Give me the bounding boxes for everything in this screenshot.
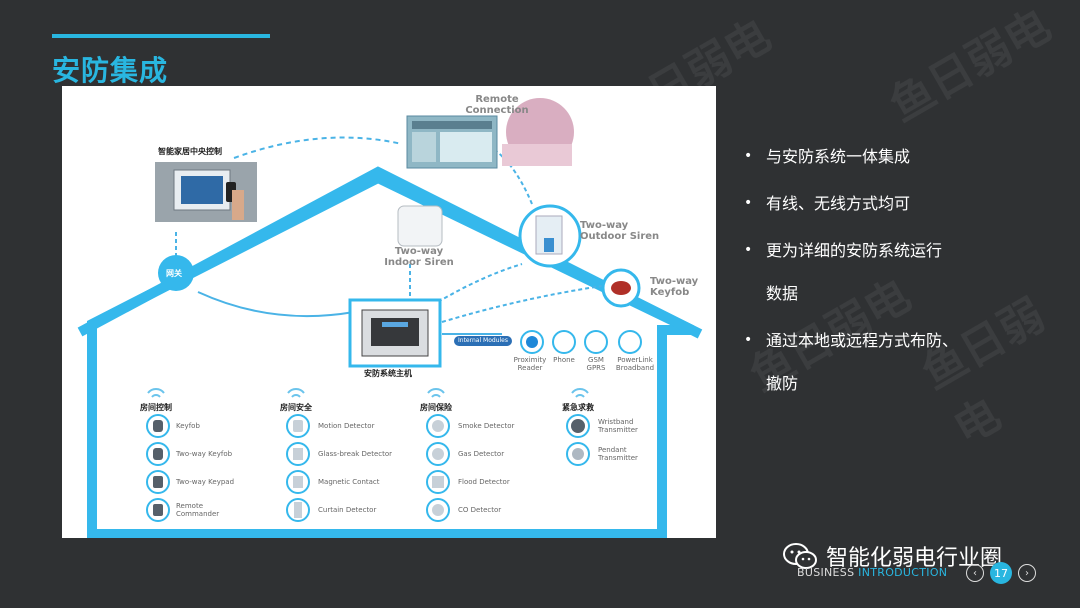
- gateway-label: 网关: [166, 268, 182, 278]
- wechat-icon: [783, 543, 817, 569]
- bullet-dot-icon: •: [744, 332, 753, 348]
- device-item: Two-way Keyfob: [176, 450, 233, 458]
- device-item: Two-way Keypad: [176, 478, 235, 486]
- group-title: 房间控制: [140, 402, 172, 412]
- bullet-item: • 有线、无线方式均可: [742, 193, 1012, 214]
- next-page-icon[interactable]: ›: [1018, 564, 1036, 582]
- footer-business: BUSINESS: [797, 566, 855, 579]
- bullet-list: • 与安防系统一体集成 • 有线、无线方式均可 • 更为详细的安防系统运行 数据…: [742, 146, 1012, 420]
- bullet-dot-icon: •: [744, 242, 753, 258]
- device-item: Smoke Detector: [458, 422, 515, 430]
- page-number: 17: [990, 562, 1012, 584]
- device-item: CO Detector: [458, 506, 502, 514]
- gateway-node: [158, 255, 194, 291]
- bullet-continuation: 撤防: [766, 374, 799, 393]
- device-item: Remote Commander: [176, 502, 220, 518]
- module-label: Proximity Reader: [513, 356, 547, 372]
- title-accent-bar: [52, 34, 270, 38]
- keyfob-label: Two-way Keyfob: [650, 276, 699, 298]
- slide-title: 安防集成: [52, 54, 169, 87]
- bullet-text: 与安防系统一体集成: [766, 147, 911, 166]
- bullet-dot-icon: •: [744, 148, 753, 164]
- group-title: 房间保险: [420, 402, 452, 412]
- bullet-dot-icon: •: [744, 195, 753, 211]
- link-control-remote: [233, 136, 403, 159]
- link-host-keyfob: [441, 285, 603, 323]
- bullet-continuation: 数据: [766, 284, 799, 303]
- bullet-item: • 更为详细的安防系统运行 数据: [742, 240, 1012, 304]
- bullet-item: • 与安防系统一体集成: [742, 146, 1012, 167]
- module-label: Phone: [553, 356, 575, 364]
- security-host-label: 安防系统主机: [364, 368, 412, 378]
- indoor-siren-device: [397, 205, 443, 247]
- bullet-text: 有线、无线方式均可: [766, 194, 911, 213]
- device-item: Gas Detector: [458, 450, 505, 458]
- device-item: Motion Detector: [318, 422, 375, 430]
- module-label: GSM GPRS: [586, 356, 606, 372]
- indoor-siren-label: Two-way Indoor Siren: [384, 246, 454, 268]
- modules-bar: [454, 336, 512, 346]
- pager: ‹ 17 ›: [966, 562, 1036, 584]
- device-item: Keyfob: [176, 422, 200, 430]
- device-item: Magnetic Contact: [318, 478, 380, 486]
- security-diagram: Remote Connection 智能家居中央控制 网关 Two-way In…: [62, 86, 716, 538]
- module-label: PowerLink Broadband: [615, 356, 655, 372]
- device-item: Wristband Transmitter: [598, 418, 638, 434]
- diagram-graphics: [77, 98, 703, 538]
- bullet-item: • 通过本地或远程方式布防、 撤防: [742, 330, 1012, 394]
- footer-introduction: INTRODUCTION: [858, 566, 948, 579]
- smart-home-control-label: 智能家居中央控制: [158, 146, 222, 156]
- bullet-text: 通过本地或远程方式布防、: [766, 331, 959, 350]
- internal-modules-label: Internal Modules: [458, 337, 508, 344]
- device-item: Glass-break Detector: [318, 450, 393, 458]
- group-title: 房间安全: [280, 402, 312, 412]
- device-item: Pendant Transmitter: [598, 446, 638, 462]
- device-item: Curtain Detector: [318, 506, 377, 514]
- bullet-text: 更为详细的安防系统运行: [766, 241, 943, 260]
- prev-page-icon[interactable]: ‹: [966, 564, 984, 582]
- outdoor-siren-label: Two-way Outdoor Siren: [580, 220, 660, 242]
- group-title: 紧急求救: [562, 402, 594, 412]
- link-host-outdoor: [437, 263, 523, 303]
- watermark: 鱼日弱电: [881, 0, 1060, 132]
- device-item: Flood Detector: [458, 478, 510, 486]
- link-gateway-host: [197, 291, 355, 318]
- footer-text: BUSINESS INTRODUCTION: [797, 566, 947, 579]
- remote-connection-label: Remote Connection: [465, 94, 529, 116]
